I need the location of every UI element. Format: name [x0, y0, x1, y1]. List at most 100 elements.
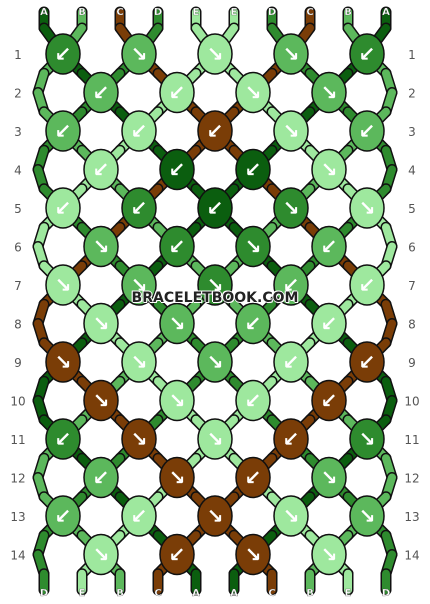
- knot-body: [45, 341, 81, 383]
- strand-label-bottom: D: [40, 588, 48, 599]
- knot-body: [349, 264, 385, 306]
- knot-body: [159, 225, 195, 268]
- knot-body: [349, 418, 385, 460]
- knot-arrow-icon: ↘: [169, 312, 186, 336]
- knot-r8-3: ↙: [235, 302, 271, 345]
- knot-r11-2: ↘: [121, 418, 157, 460]
- knot-r5-3: ↙: [197, 187, 233, 229]
- knot-arrow-icon: ↘: [169, 389, 186, 413]
- knot-r10-1: ↘: [83, 379, 119, 422]
- knot-body: [197, 264, 233, 306]
- knot-r6-2: ↙: [159, 225, 195, 268]
- strand-label-top: C: [116, 7, 123, 18]
- knot-arrow-icon: ↙: [321, 235, 338, 259]
- knot-body: [311, 533, 347, 576]
- knot-arrow-icon: ↘: [321, 81, 338, 105]
- knot-arrow-icon: ↙: [321, 312, 338, 336]
- knot-arrow-icon: ↘: [131, 350, 148, 374]
- knot-r13-1: ↙: [45, 495, 81, 537]
- knot-body: [235, 302, 271, 345]
- strand-label-top: B: [344, 7, 352, 18]
- knot-arrow-icon: ↘: [283, 196, 300, 220]
- knot-arrow-icon: ↘: [207, 42, 224, 66]
- knot-r6-1: ↘: [83, 225, 119, 268]
- knot-arrow-icon: ↙: [359, 273, 376, 297]
- knot-r14-1: ↘: [83, 533, 119, 576]
- knot-arrow-icon: ↙: [283, 273, 300, 297]
- knot-r8-2: ↘: [159, 302, 195, 345]
- knot-r9-2: ↘: [121, 341, 157, 383]
- knot-arrow-icon: ↘: [207, 273, 224, 297]
- knots: ↙↘↘↘↙↙↙↘↘↙↙↙↘↙↙↙↙↘↙↙↙↘↘↘↙↘↙↘↘↘↙↙↘↘↙↙↘↘↘↙…: [45, 33, 385, 576]
- row-label-right: 3: [408, 125, 416, 139]
- knot-body: [197, 341, 233, 383]
- row-label-right: 8: [408, 318, 416, 332]
- row-label-right: 9: [408, 356, 416, 370]
- knot-arrow-icon: ↙: [245, 466, 262, 490]
- knot-body: [83, 456, 119, 499]
- knot-arrow-icon: ↙: [55, 42, 72, 66]
- knot-body: [349, 33, 385, 75]
- knot-r5-5: ↘: [349, 187, 385, 229]
- knot-r8-1: ↘: [83, 302, 119, 345]
- knot-body: [45, 418, 81, 460]
- row-label-right: 4: [408, 164, 416, 178]
- knot-arrow-icon: ↙: [169, 543, 186, 567]
- knot-arrow-icon: ↙: [245, 312, 262, 336]
- strand-label-bottom: A: [230, 588, 238, 599]
- knot-arrow-icon: ↙: [93, 81, 110, 105]
- knot-arrow-icon: ↙: [283, 427, 300, 451]
- knot-r5-4: ↘: [273, 187, 309, 229]
- row-label-right: 1: [408, 48, 416, 62]
- knot-body: [273, 264, 309, 306]
- row-label-left: 1: [14, 48, 22, 62]
- knot-r1-3: ↘: [197, 33, 233, 75]
- knot-body: [235, 456, 271, 499]
- knot-r3-4: ↘: [273, 110, 309, 152]
- knot-r3-5: ↙: [349, 110, 385, 152]
- knot-r4-1: ↙: [83, 148, 119, 191]
- knot-r4-4: ↘: [311, 148, 347, 191]
- knot-body: [83, 302, 119, 345]
- knot-arrow-icon: ↘: [245, 235, 262, 259]
- knot-arrow-icon: ↘: [131, 273, 148, 297]
- row-label-left: 9: [14, 356, 22, 370]
- knot-arrow-icon: ↘: [93, 543, 110, 567]
- knot-arrow-icon: ↙: [245, 158, 262, 182]
- knot-r12-2: ↘: [159, 456, 195, 499]
- knot-arrow-icon: ↘: [283, 119, 300, 143]
- knot-arrow-icon: ↙: [131, 196, 148, 220]
- knot-r8-4: ↙: [311, 302, 347, 345]
- knot-body: [159, 533, 195, 576]
- knot-arrow-icon: ↘: [245, 81, 262, 105]
- knot-r11-4: ↙: [273, 418, 309, 460]
- knot-arrow-icon: ↙: [55, 427, 72, 451]
- strand-label-bottom: C: [154, 588, 161, 599]
- knot-r9-4: ↙: [273, 341, 309, 383]
- knot-body: [273, 110, 309, 152]
- row-label-left: 7: [14, 279, 22, 293]
- knot-r14-2: ↙: [159, 533, 195, 576]
- knot-r9-3: ↘: [197, 341, 233, 383]
- knot-arrow-icon: ↘: [245, 543, 262, 567]
- knot-body: [235, 379, 271, 422]
- strand-label-top: D: [268, 7, 276, 18]
- knot-body: [197, 187, 233, 229]
- knot-arrow-icon: ↙: [55, 196, 72, 220]
- knot-body: [121, 187, 157, 229]
- row-label-right: 6: [408, 241, 416, 255]
- knot-r5-2: ↙: [121, 187, 157, 229]
- knot-body: [273, 341, 309, 383]
- knot-r7-2: ↘: [121, 264, 157, 306]
- knot-body: [311, 71, 347, 114]
- knot-body: [197, 33, 233, 75]
- knot-arrow-icon: ↙: [131, 504, 148, 528]
- knot-body: [45, 33, 81, 75]
- strand-label-bottom: E: [79, 588, 86, 599]
- strand-label-bottom: B: [116, 588, 124, 599]
- strand-label-bottom: B: [306, 588, 314, 599]
- strand-label-bottom: C: [268, 588, 275, 599]
- knot-arrow-icon: ↙: [169, 158, 186, 182]
- knot-arrow-icon: ↙: [207, 119, 224, 143]
